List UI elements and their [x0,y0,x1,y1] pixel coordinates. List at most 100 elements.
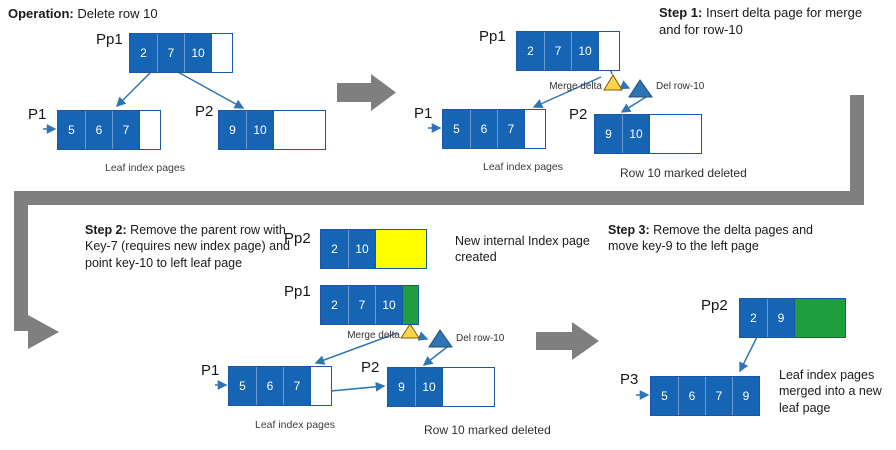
page-label-p1: P1 [414,105,433,122]
page-cell: 10 [375,286,402,324]
page-p1: 5 6 7 [57,110,161,150]
page-cell-removed-green [402,286,418,324]
page-p2: 9 10 [218,110,326,150]
page-cell-empty [273,111,325,149]
page-cell: 2 [517,32,544,70]
page-cell: 2 [740,299,767,337]
page-pp1: 2 7 10 [320,285,419,325]
arrow-pp1-to-p1 [115,70,153,108]
page-cell: 10 [184,34,211,72]
merged-leaf-caption: Leaf index pages merged into a new leaf … [779,368,882,415]
leaf-pages-caption: Leaf index pages [255,419,335,431]
page-cell: 5 [58,111,85,149]
operation-title: Operation: Delete row 10 [8,6,238,23]
del-row-label: Del row-10 [456,333,505,344]
page-cell: 7 [497,110,524,148]
page-cell: 2 [321,286,348,324]
merge-delta-icon [400,323,420,339]
page-cell: 9 [595,115,622,153]
page-p2: 9 10 [594,114,702,154]
page-cell: 7 [112,111,139,149]
arrow-merge-to-del-delta [619,80,631,90]
page-pp1: 2 7 10 [129,33,233,73]
page-cell-empty [211,34,232,72]
page-p1: 5 6 7 [442,109,546,149]
page-cell: 10 [246,111,273,149]
page-label-p1: P1 [28,106,47,123]
step2-title: Step 2: Remove the parent row with Key-7… [85,222,293,271]
page-cell: 6 [678,377,705,415]
page-pp2: 2 9 [739,298,846,338]
page-cell-empty [598,32,619,70]
step1-title: Step 1: Insert delta page for merge and … [659,5,881,39]
arrow-merge-to-del-delta [417,331,429,341]
page-cell: 5 [229,367,256,405]
gray-step-arrow-2 [536,322,599,360]
page-label-p3: P3 [620,371,639,388]
del-row-delta-icon [628,79,653,98]
row-deleted-caption: Row 10 marked deleted [620,166,747,180]
merge-delta-label: Merge delta [549,81,602,92]
page-pp2: 2 10 [320,229,427,269]
page-cell-removed-green [794,299,845,337]
arrow-pp2-to-p3 [739,336,758,373]
page-cell: 9 [219,111,246,149]
page-cell: 10 [571,32,598,70]
page-cell: 10 [622,115,649,153]
gray-step-arrow-1 [337,74,396,111]
page-cell: 9 [732,377,759,415]
page-p3: 5 6 7 9 [650,376,760,416]
arrow-p1-to-p2 [330,381,386,392]
page-cell: 2 [130,34,157,72]
page-p1: 5 6 7 [228,366,332,406]
del-row-label: Del row-10 [656,81,705,92]
page-label-pp1: Pp1 [96,31,123,48]
page-cell-empty [442,368,494,406]
gray-connector-arrowhead [28,315,59,349]
page-cell: 2 [321,230,348,268]
operation-title-bold: Operation: [8,6,74,21]
page-cell: 5 [443,110,470,148]
step2-title-bold: Step 2: [85,223,127,237]
leaf-pages-caption: Leaf index pages [483,161,563,173]
page-cell: 6 [470,110,497,148]
page-label-pp1: Pp1 [479,28,506,45]
row-deleted-caption: Row 10 marked deleted [424,423,551,437]
page-cell: 6 [256,367,283,405]
page-label-pp2: Pp2 [284,230,311,247]
page-cell: 7 [705,377,732,415]
step3-title: Step 3: Remove the delta pages and move … [608,222,833,255]
step3-title-rest: Remove the delta pages and move key-9 to… [608,223,813,254]
page-label-p2: P2 [361,359,380,376]
merge-delta-icon [603,74,623,91]
page-label-p2: P2 [195,103,214,120]
page-cell: 5 [651,377,678,415]
page-cell: 10 [348,230,375,268]
del-row-delta-icon [428,329,453,348]
arrow-del-delta-to-p2 [620,96,647,113]
page-label-pp2: Pp2 [701,297,728,314]
leaf-pages-caption: Leaf index pages [105,162,185,174]
page-cell-empty [524,110,545,148]
step2-title-rest: Remove the parent row with Key-7 (requir… [85,223,290,270]
page-cell: 7 [544,32,571,70]
page-cell-new-yellow [375,230,426,268]
merge-delta-label: Merge delta [347,330,400,341]
operation-title-rest: Delete row 10 [73,6,158,21]
step3-title-bold: Step 3: [608,223,650,237]
new-index-page-note: New internal Index page created [455,234,590,265]
page-label-p1: P1 [201,362,220,379]
page-p2: 9 10 [387,367,495,407]
page-cell: 10 [415,368,442,406]
page-cell: 7 [157,34,184,72]
arrow-del-delta-to-p2 [422,346,448,366]
page-cell-empty [310,367,331,405]
page-cell: 7 [348,286,375,324]
page-cell-empty [649,115,701,153]
page-cell-empty [139,111,160,149]
page-label-p2: P2 [569,106,588,123]
page-cell: 7 [283,367,310,405]
page-cell: 6 [85,111,112,149]
page-cell: 9 [767,299,794,337]
